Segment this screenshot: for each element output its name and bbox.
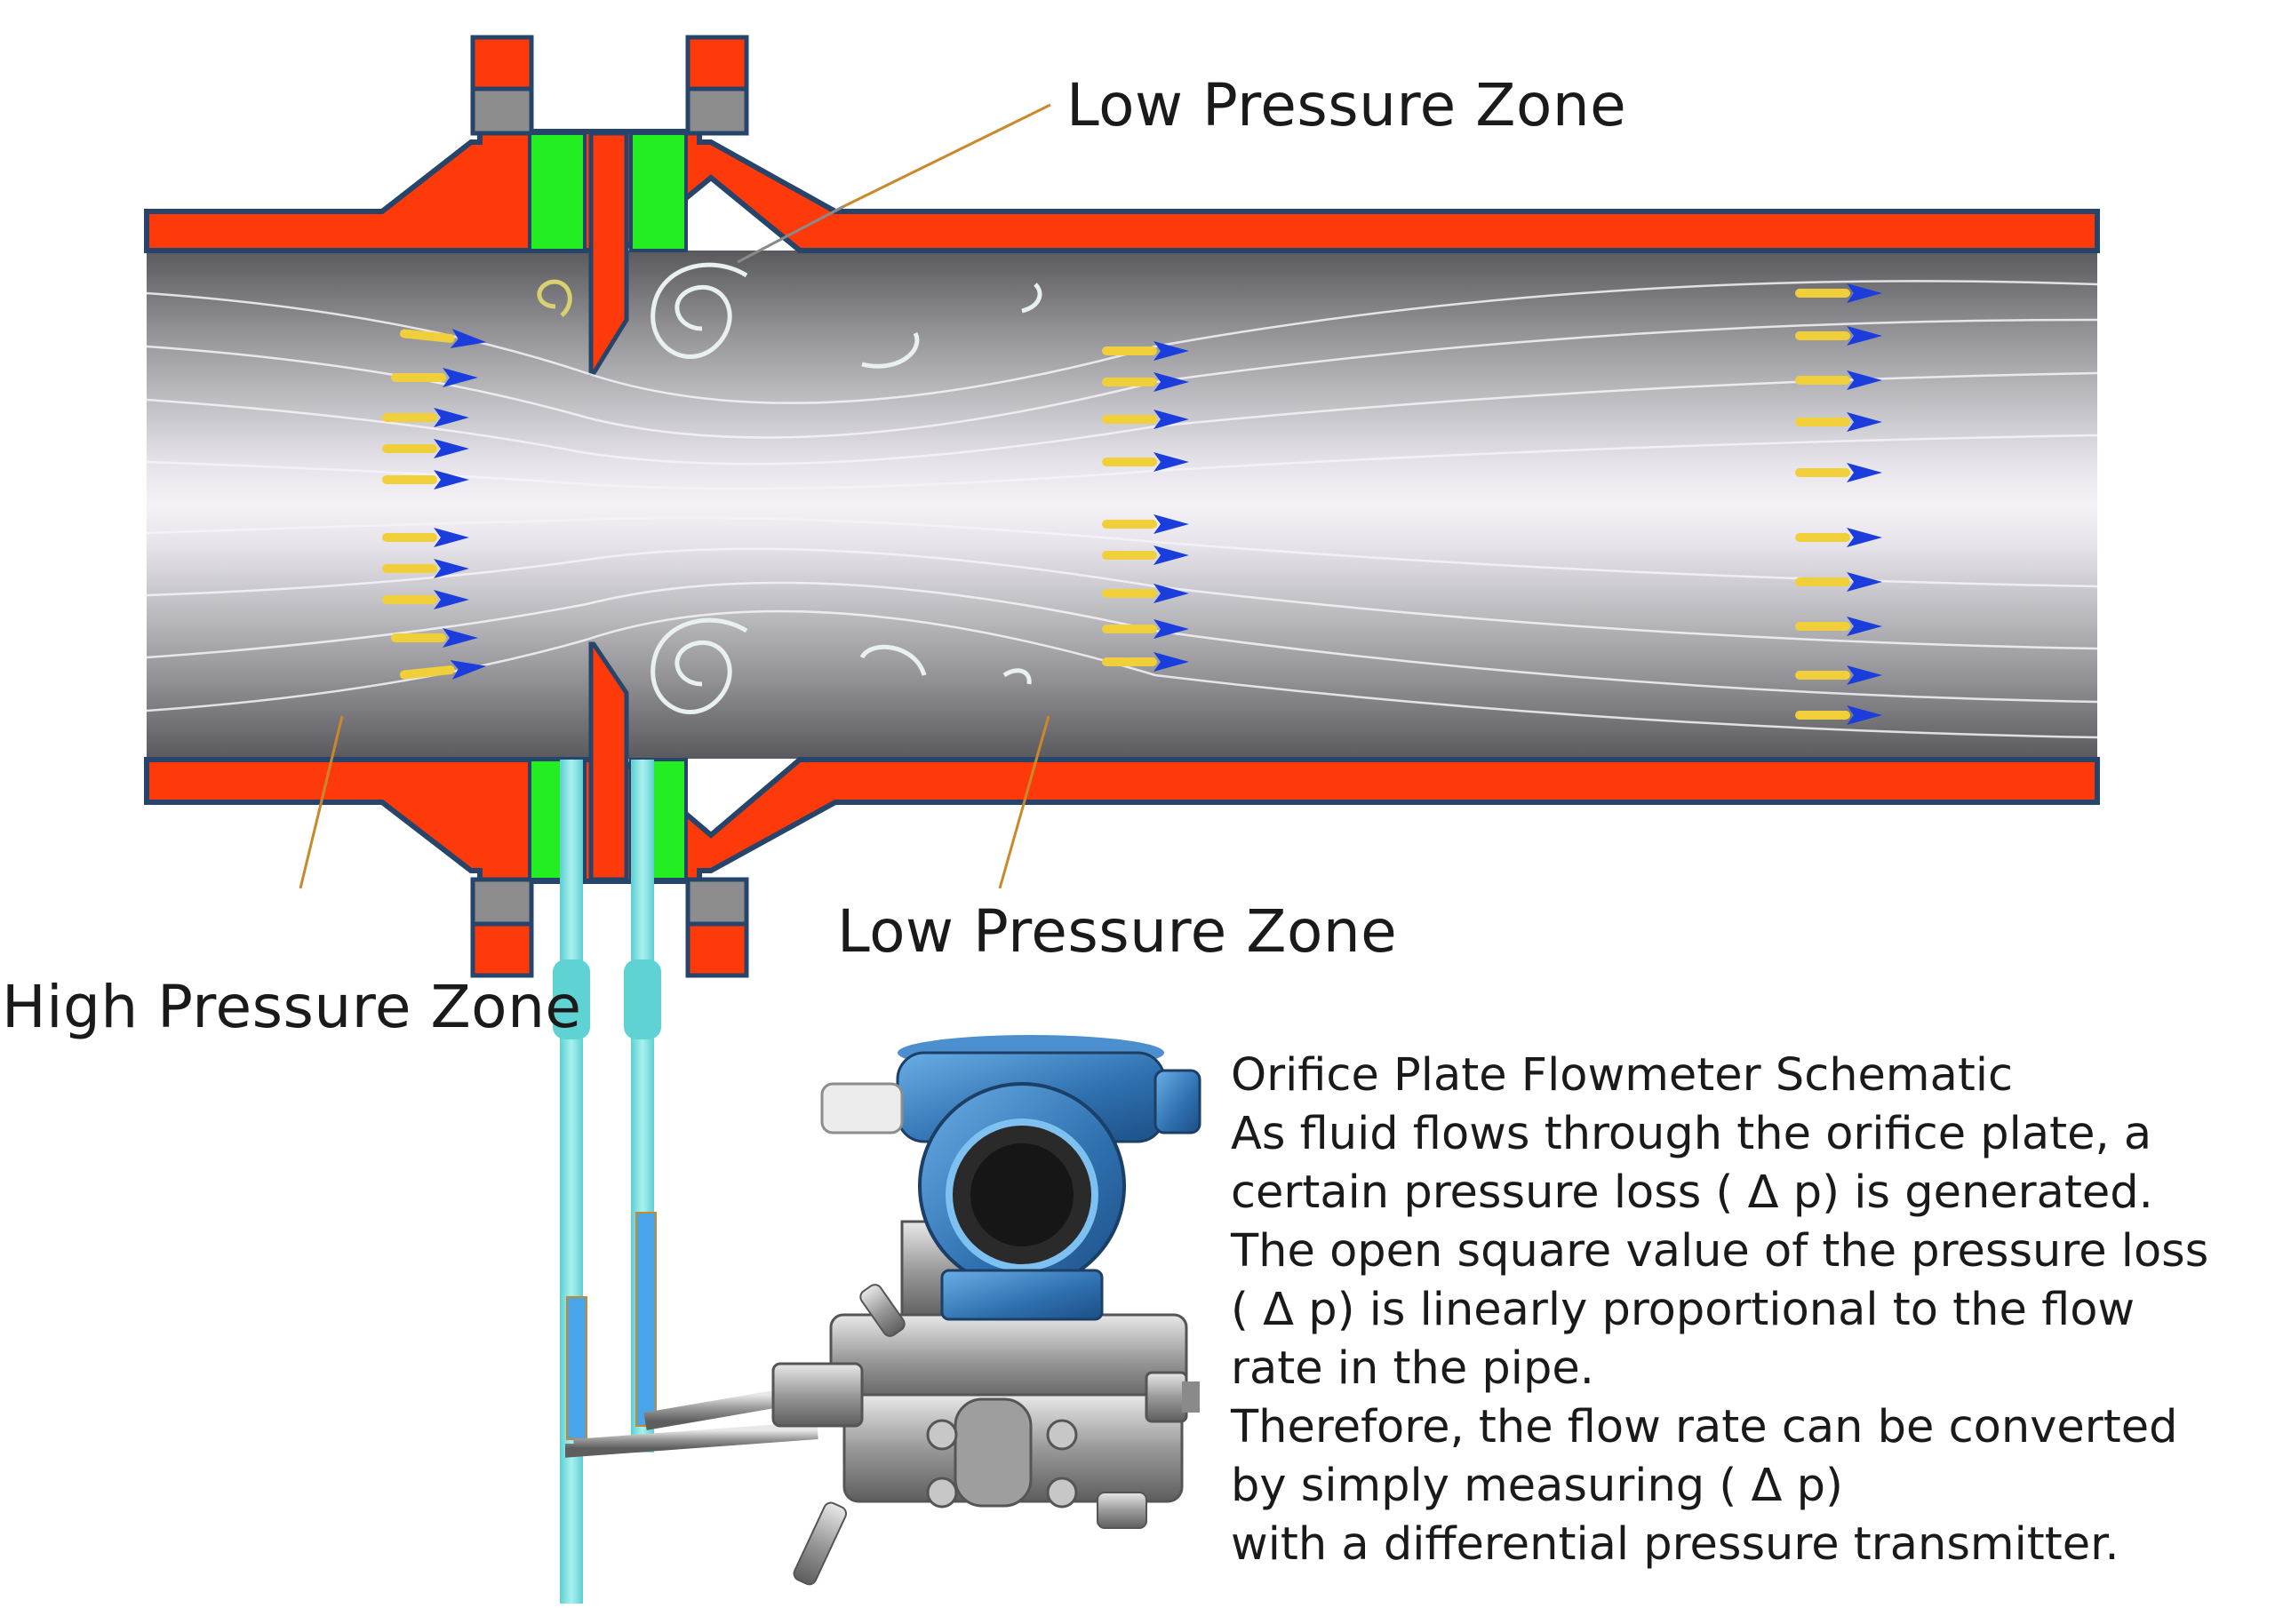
pipe-interior (147, 251, 2097, 759)
description-line: The open square value of the pressure lo… (1231, 1225, 2209, 1278)
pipe-wall-bottom (144, 757, 2100, 884)
low-pressure-zone-label-top: Low Pressure Zone (1066, 71, 1627, 139)
differential-pressure-transmitter (771, 1035, 1201, 1586)
low-pressure-zone-label-bottom: Low Pressure Zone (837, 897, 1398, 966)
description-line: certain pressure loss ( Δ p) is generate… (1231, 1166, 2153, 1219)
description-text: Orifice Plate Flowmeter Schematic As flu… (1231, 1047, 2271, 1574)
flange-bottom (470, 758, 749, 978)
description-line: Therefore, the flow rate can be converte… (1231, 1401, 2178, 1453)
flange-top (470, 35, 749, 252)
description-line: by simply measuring ( Δ p) (1231, 1460, 1843, 1512)
leader-lines (299, 103, 1051, 889)
description-line: As fluid flows through the orifice plate… (1231, 1108, 2152, 1160)
pipe-wall-top (144, 129, 2100, 253)
description-line: with a differential pressure transmitter… (1231, 1518, 2119, 1571)
high-pressure-zone-label: High Pressure Zone (2, 973, 582, 1041)
description-title: Orifice Plate Flowmeter Schematic (1231, 1049, 2014, 1102)
orifice-plate (588, 131, 629, 882)
swirl-icon (537, 262, 1042, 714)
description-line: ( Δ p) is linearly proportional to the f… (1231, 1284, 2135, 1336)
impulse-tubes (553, 760, 818, 1604)
description-line: rate in the pipe. (1231, 1342, 1594, 1395)
